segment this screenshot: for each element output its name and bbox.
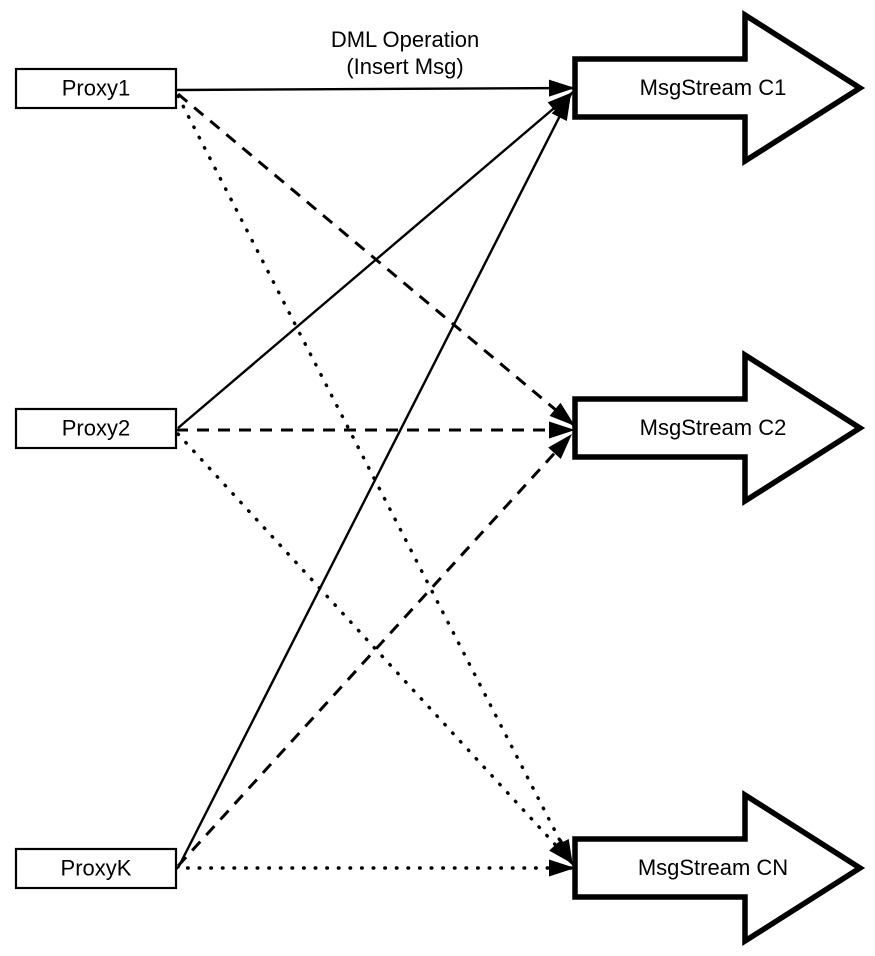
- arrowhead-icon: [549, 859, 575, 877]
- connections-layer: [174, 86, 577, 870]
- edge-label-line1: DML Operation: [331, 27, 479, 52]
- proxy-nodes-layer: Proxy1 Proxy2 ProxyK: [14, 67, 178, 890]
- proxy-node-proxyk[interactable]: ProxyK: [14, 847, 178, 890]
- arrowhead-icon: [549, 839, 573, 864]
- proxy-node-proxy1[interactable]: Proxy1: [14, 67, 178, 110]
- proxy-box[interactable]: [14, 407, 178, 450]
- connection-proxy2-to-c1[interactable]: [177, 91, 574, 429]
- stream-label: MsgStream C1: [640, 75, 787, 100]
- proxy-label: Proxy1: [62, 75, 130, 100]
- connection-proxy1-to-c1[interactable]: [175, 86, 576, 92]
- connection-proxyk-to-c2[interactable]: [176, 432, 574, 868]
- stream-label: MsgStream CN: [638, 855, 788, 880]
- proxy-label: Proxy2: [62, 415, 130, 440]
- stream-node-cn[interactable]: MsgStream CN: [572, 789, 866, 947]
- arrowhead-icon: [548, 79, 575, 97]
- arrowhead-icon: [549, 402, 575, 426]
- connection-proxy1-to-cn[interactable]: [176, 94, 575, 868]
- stream-nodes-layer: MsgStream C1 MsgStream C2 MsgStream CN: [572, 9, 866, 947]
- stream-node-c2[interactable]: MsgStream C2: [572, 349, 866, 507]
- arrowhead-group-c1: [547, 79, 575, 122]
- connection-proxy2-to-cn[interactable]: [176, 432, 575, 866]
- block-arrow-shape[interactable]: [572, 349, 866, 507]
- arrowhead-icon: [551, 94, 571, 122]
- arrowheads-layer: [547, 79, 575, 877]
- proxy-box[interactable]: [14, 67, 178, 110]
- arrowhead-icon: [548, 434, 572, 459]
- connection-proxyk-to-c1[interactable]: [176, 93, 573, 869]
- edge-label-dml-operation: DML Operation (Insert Msg): [331, 27, 479, 79]
- edge-label-line2: (Insert Msg): [346, 54, 463, 79]
- arrowhead-group-c2: [548, 402, 575, 459]
- block-arrow-shape[interactable]: [572, 789, 866, 947]
- proxy-box[interactable]: [14, 847, 178, 890]
- arrowhead-icon: [547, 92, 573, 116]
- arrowhead-icon: [549, 421, 575, 439]
- stream-label: MsgStream C2: [640, 415, 787, 440]
- proxy-node-proxy2[interactable]: Proxy2: [14, 407, 178, 450]
- arrowhead-group-cn: [549, 838, 575, 877]
- stream-node-c1[interactable]: MsgStream C1: [572, 9, 866, 167]
- block-arrow-shape[interactable]: [572, 9, 866, 167]
- proxy-label: ProxyK: [61, 855, 132, 880]
